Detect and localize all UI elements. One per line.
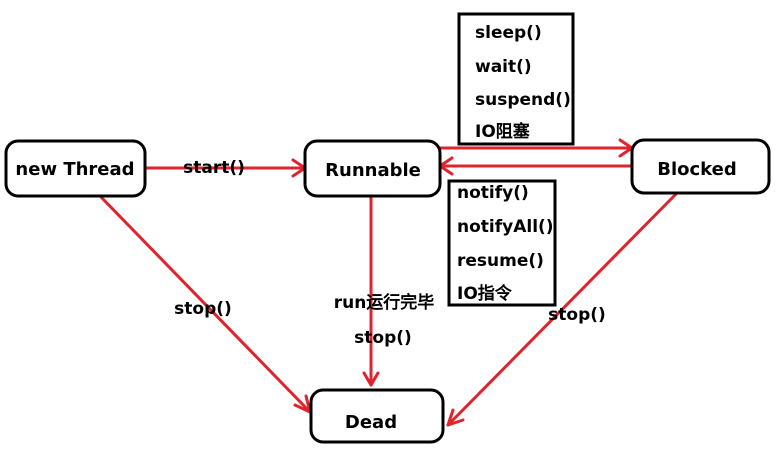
state-box-runnable	[303, 139, 442, 198]
unblock-reason-item: IO指令	[457, 283, 513, 304]
transition-label-start: start()	[183, 158, 245, 178]
state-label-blocked: Blocked	[657, 159, 737, 180]
transition-label-newthread-stop: stop()	[174, 299, 232, 319]
reason-boxes	[447, 12, 575, 307]
unblock-reason-item: notify()	[457, 183, 529, 203]
block-reason-item: suspend()	[475, 90, 571, 110]
block-reason-item: sleep()	[475, 23, 542, 43]
transition-label-blocked-stop: stop()	[548, 305, 606, 325]
arrowhead-blocked-to-dead	[446, 408, 465, 427]
state-label-runnable: Runnable	[325, 160, 421, 181]
transition-arrows	[98, 138, 679, 427]
arrow-newthread-to-dead	[98, 194, 312, 414]
arrow-blocked-to-dead	[446, 191, 679, 427]
unblock-reason-item: notifyAll()	[457, 217, 554, 237]
unblock-reason-item: resume()	[457, 251, 544, 271]
block-reason-item: wait()	[475, 57, 532, 77]
state-boxes	[4, 138, 771, 444]
arrowhead-runnable-to-dead	[362, 371, 380, 387]
transition-label-run-complete: run运行完毕	[334, 292, 435, 313]
state-label-dead: Dead	[345, 412, 397, 433]
block-reason-item: IO阻塞	[475, 121, 531, 142]
block-reasons-box	[457, 12, 575, 146]
state-box-blocked	[630, 138, 771, 195]
state-box-dead	[309, 388, 445, 444]
state-label-new-thread: new Thread	[15, 159, 134, 180]
unblock-reasons-box	[447, 179, 557, 307]
state-box-new-thread	[4, 139, 147, 198]
transition-label-runnable-stop: stop()	[354, 328, 412, 348]
